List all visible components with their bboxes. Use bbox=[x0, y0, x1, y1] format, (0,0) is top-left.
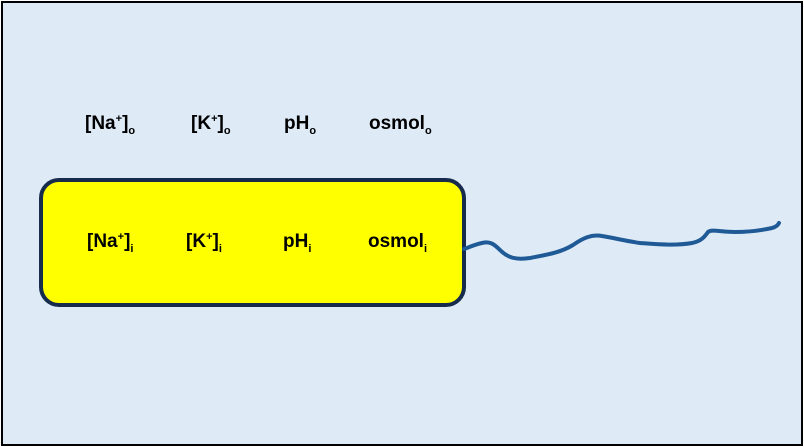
inside-ph-label: pHi bbox=[283, 231, 312, 255]
outside-potassium-label: [K+]o bbox=[191, 113, 231, 137]
inside-potassium-label: [K+]i bbox=[186, 231, 222, 255]
outside-ph-label: pHo bbox=[284, 113, 317, 137]
outside-osmolarity-label: osmolo bbox=[369, 113, 432, 137]
cell-body bbox=[39, 178, 466, 307]
inside-osmolarity-label: osmoli bbox=[368, 231, 428, 255]
outside-sodium-label: [Na+]o bbox=[85, 113, 136, 137]
inside-sodium-label: [Na+]i bbox=[87, 231, 134, 255]
